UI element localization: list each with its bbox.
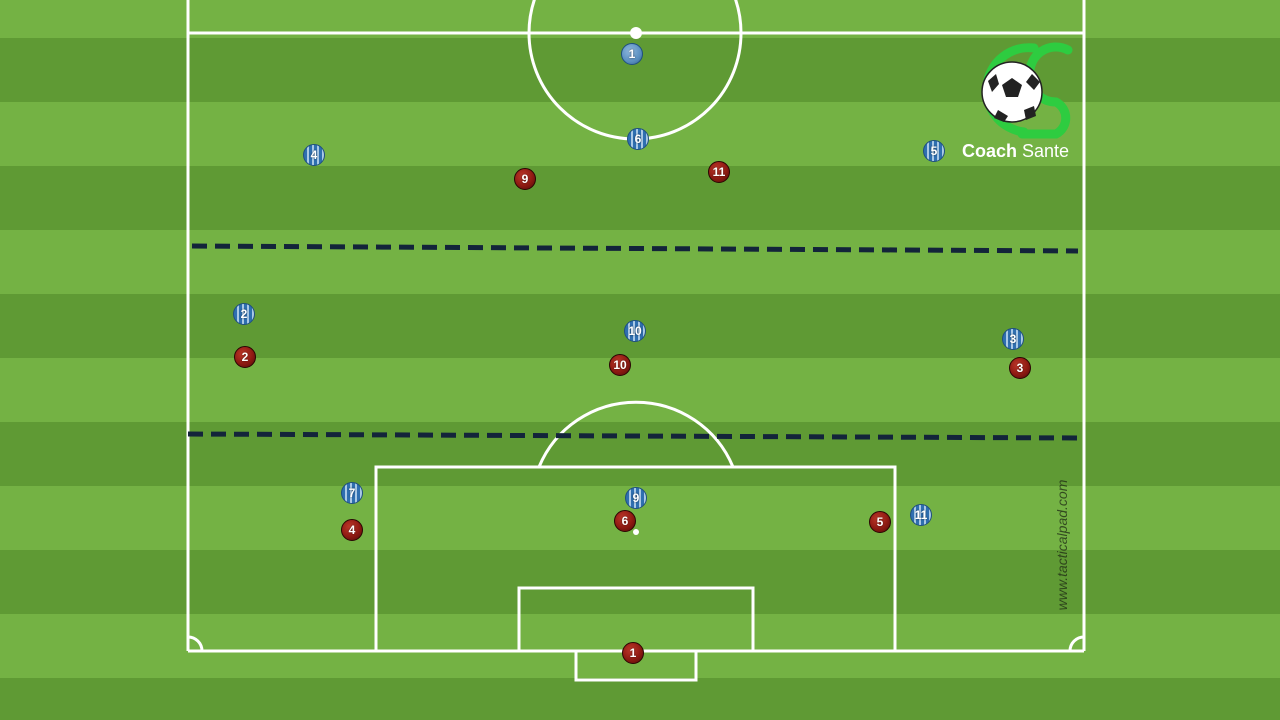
player-number: 2 [241,350,249,364]
zone-divider-lower [187,431,1081,441]
blue-player-4[interactable]: 4 [303,144,325,166]
grass-stripe [0,230,1280,294]
blue-player-5[interactable]: 5 [923,140,945,162]
grass-stripe [0,358,1280,422]
blue-player-9[interactable]: 9 [625,487,647,509]
ball-patch [1024,106,1036,120]
blue-player-10[interactable]: 10 [624,320,646,342]
brand-name: Coach Sante [962,141,1069,162]
player-number: 10 [613,358,627,372]
player-number: 11 [712,165,726,179]
red-player-2[interactable]: 2 [234,346,256,368]
blue-player-3[interactable]: 3 [1002,328,1024,350]
blue-player-1[interactable]: 1 [621,43,643,65]
red-player-11[interactable]: 11 [708,161,730,183]
blue-player-2[interactable]: 2 [233,303,255,325]
player-number: 5 [930,144,938,158]
grass-stripe [0,678,1280,720]
brand-name-regular: Sante [1022,141,1070,161]
corner-arc-right [1068,635,1085,652]
grass-stripe [0,166,1280,230]
red-player-1[interactable]: 1 [622,642,644,664]
watermark-text: www.tacticalpad.com [1054,479,1070,611]
player-number: 5 [876,515,884,529]
red-player-6[interactable]: 6 [614,510,636,532]
ball-patch [994,110,1008,122]
ball-patch [1026,74,1040,90]
player-number: 7 [348,486,356,500]
red-player-4[interactable]: 4 [341,519,363,541]
player-number: 6 [621,514,629,528]
ball-patch [1002,78,1022,97]
blue-player-11[interactable]: 11 [910,504,932,526]
player-number: 1 [628,47,636,61]
player-number: 2 [240,307,248,321]
brand-name-bold: Coach [962,141,1018,161]
red-player-10[interactable]: 10 [609,354,631,376]
player-number: 9 [521,172,529,186]
player-number: 4 [310,148,318,162]
player-number: 6 [634,132,642,146]
red-player-5[interactable]: 5 [869,511,891,533]
coach-logo [981,42,1073,139]
player-number: 11 [914,508,928,522]
player-number: 10 [628,324,642,338]
penalty-spot [633,529,639,535]
zone-divider-upper [191,243,1079,254]
player-number: 3 [1009,332,1017,346]
player-number: 9 [632,491,640,505]
grass-stripe [0,550,1280,614]
red-player-3[interactable]: 3 [1009,357,1031,379]
player-number: 3 [1016,361,1024,375]
blue-player-6[interactable]: 6 [627,128,649,150]
red-player-9[interactable]: 9 [514,168,536,190]
blue-player-7[interactable]: 7 [341,482,363,504]
corner-arc-left [187,635,204,652]
center-spot [630,27,642,39]
ball-patch [988,74,999,92]
player-number: 1 [629,646,637,660]
player-number: 4 [348,523,356,537]
